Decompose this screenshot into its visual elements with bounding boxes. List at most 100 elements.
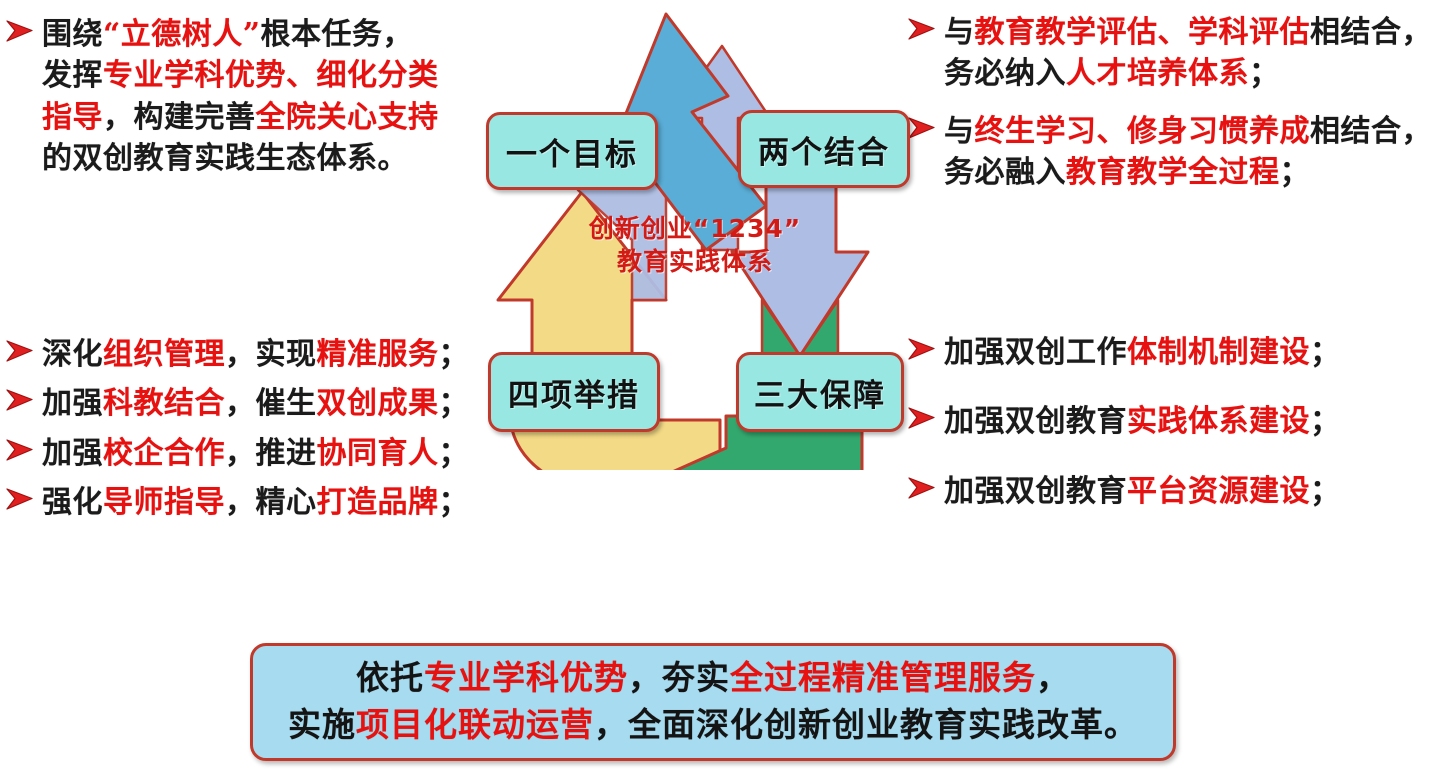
bullet-line-1-0: 加强科教结合，催生双创成果；	[42, 383, 484, 424]
highlighted-text-run: 双创成果	[316, 386, 439, 422]
red-arrow-bullet-icon	[908, 401, 938, 429]
red-arrow-bullet-icon	[908, 12, 938, 40]
cycle-arrows-svg	[496, 12, 870, 470]
red-arrow-bullet-icon	[6, 389, 33, 411]
bullet-text: 加强双创教育平台资源建设；	[944, 471, 1436, 512]
banner-line-0: 依托专业学科优势，夯实全过程精准管理服务，	[356, 655, 1070, 702]
red-arrow-bullet-icon	[6, 20, 33, 42]
bullet-item: 加强双创教育平台资源建设；	[908, 471, 1436, 512]
red-arrow-bullet-icon	[908, 18, 935, 40]
highlighted-text-run: 协同育人	[316, 435, 439, 471]
red-arrow-bullet-icon	[908, 338, 935, 360]
bullet-text: 强化导师指导，精心打造品牌；	[42, 482, 484, 523]
text-run: ，实现	[225, 337, 317, 372]
text-run: ，	[1036, 658, 1070, 698]
bullet-line-0-0: 加强双创工作体制机制建设；	[944, 332, 1436, 373]
text-run: 加强	[42, 435, 103, 471]
text-run: 发挥	[42, 58, 103, 94]
highlighted-text-run: 教育教学评估、学科评估	[974, 15, 1310, 50]
text-run: ；	[1310, 335, 1341, 370]
bullet-item: 加强双创工作体制机制建设；	[908, 332, 1436, 373]
text-run: ，夯实	[628, 658, 730, 698]
bullet-line-3-0: 强化导师指导，精心打造品牌；	[42, 482, 484, 523]
highlighted-text-run: 指导	[42, 99, 103, 135]
highlighted-text-run: 体制机制建设	[1127, 335, 1310, 370]
bullet-line-0-0: 与教育教学评估、学科评估相结合，	[944, 12, 1436, 53]
bullet-line-2-0: 加强双创教育平台资源建设；	[944, 471, 1436, 512]
highlighted-text-run: 导师指导	[103, 485, 225, 521]
summary-banner: 依托专业学科优势，夯实全过程精准管理服务，实施项目化联动运营，全面深化创新创业教…	[250, 643, 1176, 761]
text-run: ，全面深化创新创业教育实践改革。	[594, 705, 1138, 744]
highlighted-text-run: 项目化联动运营	[356, 705, 594, 744]
highlighted-text-run: 全过程精准管理服务	[730, 658, 1036, 698]
bullet-text: 加强双创教育实践体系建设；	[944, 401, 1436, 442]
highlighted-text-run: 校企合作	[103, 435, 225, 471]
text-run: ，精心	[225, 485, 317, 521]
text-run: 根本任务，	[260, 17, 414, 52]
red-arrow-bullet-icon	[6, 482, 36, 510]
bullet-line-1-0: 与终生学习、修身习惯养成相结合，	[944, 111, 1436, 152]
text-run: ；	[438, 386, 469, 422]
text-run: 强化	[42, 485, 103, 521]
red-arrow-bullet-icon	[6, 334, 36, 362]
node-one-goal[interactable]: 一个目标	[486, 112, 658, 190]
node-three-guarantees[interactable]: 三大保障	[736, 352, 904, 432]
bullet-item: 围绕“立德树人”根本任务，发挥专业学科优势、细化分类指导，构建完善全院关心支持的…	[6, 14, 484, 180]
bullet-line-0-1: 发挥专业学科优势、细化分类	[42, 55, 484, 96]
bullet-item: 加强校企合作，推进协同育人；	[6, 433, 484, 474]
text-run: ；	[1279, 155, 1310, 191]
highlighted-text-run: 组织管理	[103, 337, 225, 372]
text-run: 围绕	[42, 17, 103, 52]
red-arrow-bullet-icon	[908, 407, 935, 429]
bullet-line-1-1: 务必融入教育教学全过程；	[944, 152, 1436, 193]
bullet-item: 加强科教结合，催生双创成果；	[6, 383, 484, 424]
bullet-line-0-0: 深化组织管理，实现精准服务；	[42, 334, 484, 375]
text-run: 实施	[288, 705, 356, 744]
red-arrow-bullet-icon	[6, 14, 36, 42]
text-run: ；	[438, 435, 469, 471]
bullet-line-1-0: 加强双创教育实践体系建设；	[944, 401, 1436, 442]
node-two-combinations-label: 两个结合	[758, 134, 890, 171]
text-run: 务必纳入	[944, 56, 1066, 92]
text-run: ；	[1310, 473, 1341, 509]
red-arrow-bullet-icon	[6, 340, 33, 362]
bullet-line-0-3: 的双创教育实践生态体系。	[42, 138, 484, 179]
highlighted-text-run: 打造品牌	[316, 485, 439, 521]
red-arrow-bullet-icon	[908, 477, 935, 499]
top-left-text-block: 围绕“立德树人”根本任务，发挥专业学科优势、细化分类指导，构建完善全院关心支持的…	[6, 14, 484, 180]
text-run: 与	[944, 113, 975, 149]
bullet-text: 加强双创工作体制机制建设；	[944, 332, 1436, 373]
bullet-item: 强化导师指导，精心打造品牌；	[6, 482, 484, 523]
red-arrow-bullet-icon	[6, 433, 36, 461]
highlighted-text-run: 专业学科优势	[424, 658, 628, 698]
bullet-text: 深化组织管理，实现精准服务；	[42, 334, 484, 375]
highlighted-text-run: 人才培养体系	[1066, 56, 1249, 92]
red-arrow-bullet-icon	[6, 383, 36, 411]
text-run: ，推进	[225, 435, 317, 471]
text-run: ；	[1310, 404, 1341, 440]
bullet-text: 围绕“立德树人”根本任务，发挥专业学科优势、细化分类指导，构建完善全院关心支持的…	[42, 14, 484, 180]
node-four-measures[interactable]: 四项举措	[488, 352, 660, 432]
bullet-line-0-1: 务必纳入人才培养体系；	[944, 53, 1436, 94]
node-four-measures-label: 四项举措	[508, 377, 640, 414]
text-run: 深化	[42, 337, 103, 372]
highlighted-text-run: 精准服务	[316, 337, 439, 372]
node-one-goal-label: 一个目标	[506, 136, 638, 173]
text-run: ；	[438, 485, 469, 521]
text-run: ；	[1249, 56, 1280, 92]
node-three-guarantees-label: 三大保障	[754, 377, 886, 414]
bullet-text: 加强科教结合，催生双创成果；	[42, 383, 484, 424]
highlighted-text-run: 终生学习、修身习惯养成	[974, 113, 1310, 149]
cycle-diagram: 一个目标 两个结合 四项举措 三大保障 创新创业“1234” 教育实践体系	[470, 0, 920, 470]
bullet-line-0-2: 指导，构建完善全院关心支持	[42, 97, 484, 138]
banner-line-1: 实施项目化联动运营，全面深化创新创业教育实践改革。	[288, 702, 1138, 749]
text-run: 与	[944, 15, 975, 50]
highlighted-text-run: 教育教学全过程	[1066, 155, 1280, 191]
text-run: 的双创教育实践生态体系。	[42, 141, 408, 177]
text-run: 加强	[42, 386, 103, 422]
red-arrow-bullet-icon	[908, 332, 938, 360]
bottom-right-text-block: 加强双创工作体制机制建设； 加强双创教育实践体系建设； 加强双创教育平台资源建设；	[908, 332, 1436, 540]
bullet-line-0-0: 围绕“立德树人”根本任务，	[42, 14, 484, 55]
node-two-combinations[interactable]: 两个结合	[738, 110, 910, 188]
bottom-left-text-block: 深化组织管理，实现精准服务；加强科教结合，催生双创成果；加强校企合作，推进协同育…	[6, 334, 484, 532]
